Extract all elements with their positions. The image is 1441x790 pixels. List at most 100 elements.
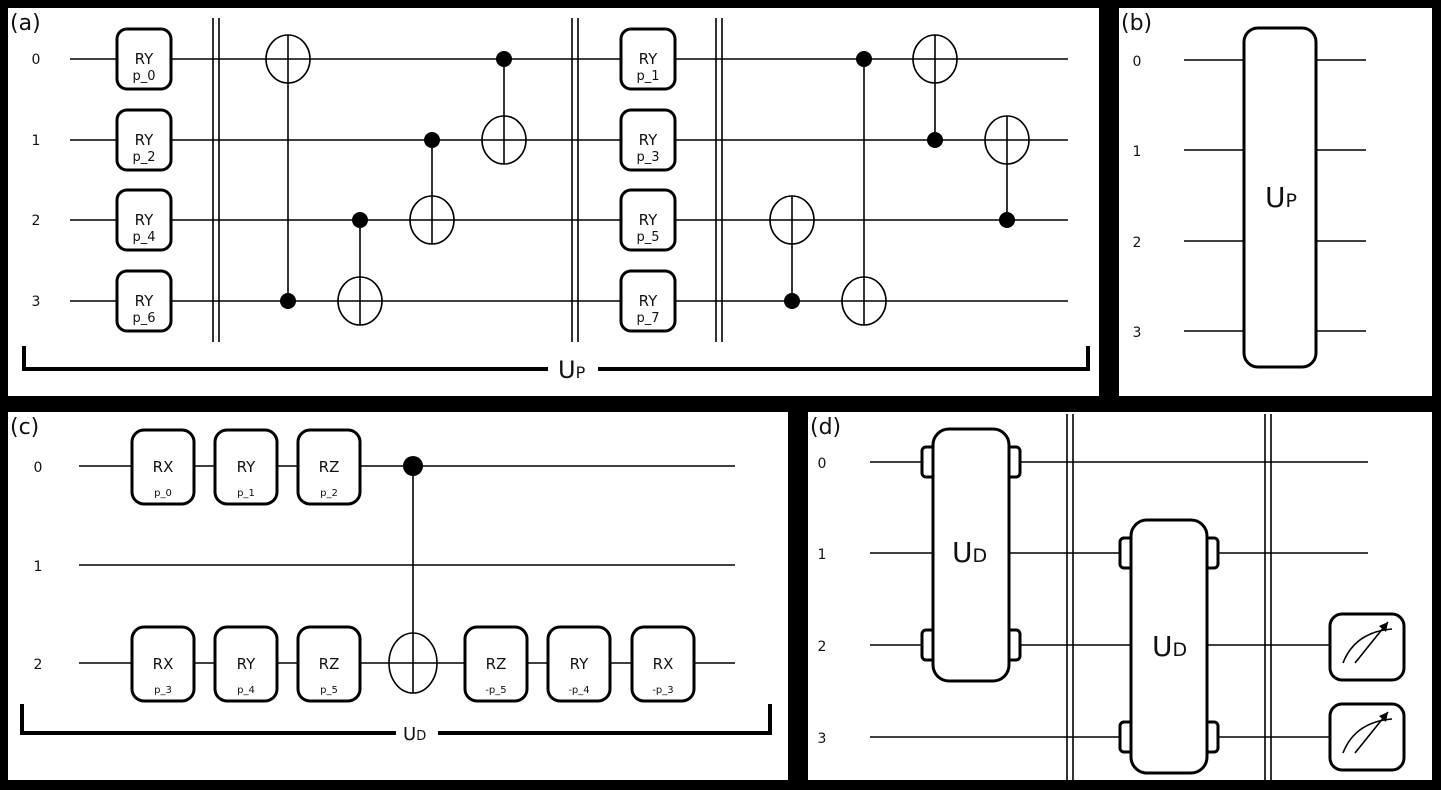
ud-block-2: UD: [1118, 518, 1220, 775]
svg-text:p_0: p_0: [132, 69, 155, 84]
ud-block-1-label: UD: [952, 536, 987, 569]
panel-a-qubit-0-label: 0: [32, 52, 41, 68]
panel-c-qubit-0-label: 0: [34, 460, 43, 476]
cnot-gate: [388, 456, 438, 694]
ud-block-1: UD: [920, 427, 1022, 683]
rx-gate: RX p_0: [130, 428, 196, 506]
ry-gate: RY p_0: [115, 27, 173, 91]
panel-a-barrier-2: [571, 18, 579, 342]
panel-c-background: [8, 412, 788, 780]
svg-text:p_0: p_0: [154, 488, 172, 499]
panel-a-qubit-3-label: 3: [32, 294, 41, 310]
panel-a-label: (a): [10, 11, 41, 36]
svg-text:-p_5: -p_5: [485, 685, 506, 696]
panel-c-qubit-2-label: 2: [34, 657, 43, 673]
panel-d-label: (d): [810, 415, 841, 440]
svg-text:RY: RY: [135, 50, 154, 68]
panel-c: (c) 0 1 2 RX p_0 RY p_1 RZ p_2 RX p_3: [10, 415, 772, 745]
panel-c-qubit-1-label: 1: [34, 559, 43, 575]
svg-text:RX: RX: [153, 458, 174, 476]
panel-b-qubit-1-label: 1: [1133, 144, 1142, 160]
panel-a-bracket: UP: [22, 346, 1090, 384]
svg-text:RZ: RZ: [319, 655, 340, 673]
svg-text:RY: RY: [237, 458, 256, 476]
panel-d-qubit-0-label: 0: [818, 456, 827, 472]
panel-a: (a) 0 1 2 3 RY p_0 RY p_2: [10, 11, 1090, 384]
panel-b-qubit-2-label: 2: [1133, 235, 1142, 251]
panel-d-qubit-2-label: 2: [818, 639, 827, 655]
panel-b: (b) 0 1 2 3 UP: [1121, 11, 1366, 369]
svg-text:p_3: p_3: [154, 685, 172, 696]
svg-text:RZ: RZ: [486, 655, 507, 673]
panel-b-qubit-0-label: 0: [1133, 54, 1142, 70]
rz-gate: RZ p_5: [296, 625, 362, 703]
svg-text:RY: RY: [135, 211, 154, 229]
panel-d: (d) 0 1 2 3 UD: [810, 414, 1406, 780]
panel-b-qubit-3-label: 3: [1133, 325, 1142, 341]
ry-gate: RY -p_4: [546, 625, 612, 703]
panel-d-qubit-1-label: 1: [818, 547, 827, 563]
cnot-gate: [265, 34, 311, 309]
panel-c-label: (c): [10, 415, 39, 440]
rz-gate: RZ -p_5: [463, 625, 529, 703]
ry-gate: RY p_5: [619, 188, 677, 252]
svg-text:RY: RY: [237, 655, 256, 673]
ry-gate: RY p_3: [619, 108, 677, 172]
cnot-gate: [409, 132, 455, 245]
svg-text:RY: RY: [639, 292, 658, 310]
ry-gate: RY p_4: [115, 188, 173, 252]
up-block: UP: [1242, 26, 1318, 369]
svg-text:p_7: p_7: [636, 311, 659, 326]
svg-text:RY: RY: [639, 211, 658, 229]
svg-text:RY: RY: [639, 131, 658, 149]
svg-text:RX: RX: [153, 655, 174, 673]
cnot-gate: [984, 115, 1030, 228]
svg-text:p_3: p_3: [636, 150, 659, 165]
svg-text:p_4: p_4: [237, 685, 255, 696]
panel-a-qubit-2-label: 2: [32, 213, 41, 229]
panel-a-barrier-3: [715, 18, 723, 342]
ry-gate: RY p_1: [619, 27, 677, 91]
panel-b-label: (b): [1121, 11, 1152, 36]
svg-text:p_2: p_2: [320, 488, 338, 499]
rx-gate: RX -p_3: [630, 625, 696, 703]
rx-gate: RX p_3: [130, 625, 196, 703]
ry-gate: RY p_2: [115, 108, 173, 172]
cnot-gate: [841, 51, 887, 326]
cnot-gate: [769, 195, 815, 309]
svg-text:p_6: p_6: [132, 311, 155, 326]
panel-c-bracket: UD: [20, 704, 772, 745]
svg-text:-p_3: -p_3: [652, 685, 673, 696]
cnot-gate: [912, 34, 958, 148]
ry-gate: RY p_4: [213, 625, 279, 703]
measurement-meter-icon: [1328, 612, 1406, 682]
up-block-label: UP: [1265, 181, 1297, 214]
cnot-gate: [337, 212, 383, 326]
panel-d-barrier-2: [1264, 414, 1272, 780]
svg-text:p_4: p_4: [132, 230, 155, 245]
measurement-meter-icon: [1328, 702, 1406, 772]
svg-text:RY: RY: [570, 655, 589, 673]
ud-block-2-label: UD: [1152, 630, 1187, 663]
svg-text:RY: RY: [135, 292, 154, 310]
ry-gate: RY p_7: [619, 269, 677, 333]
panel-a-bracket-label: UP: [558, 356, 586, 384]
svg-text:p_1: p_1: [237, 488, 255, 499]
svg-text:RZ: RZ: [319, 458, 340, 476]
svg-text:RY: RY: [639, 50, 658, 68]
cnot-gate: [481, 51, 527, 165]
panel-d-barrier-1: [1066, 414, 1074, 780]
svg-text:RX: RX: [653, 655, 674, 673]
rz-gate: RZ p_2: [296, 428, 362, 506]
panel-a-barrier-1: [212, 18, 220, 342]
ry-gate: RY p_6: [115, 269, 173, 333]
ry-gate: RY p_1: [213, 428, 279, 506]
svg-text:RY: RY: [135, 131, 154, 149]
panel-d-qubit-3-label: 3: [818, 731, 827, 747]
svg-text:p_5: p_5: [320, 685, 338, 696]
svg-text:-p_4: -p_4: [568, 685, 589, 696]
svg-text:p_5: p_5: [636, 230, 659, 245]
panel-d-background: [808, 412, 1432, 780]
svg-text:p_1: p_1: [636, 69, 659, 84]
